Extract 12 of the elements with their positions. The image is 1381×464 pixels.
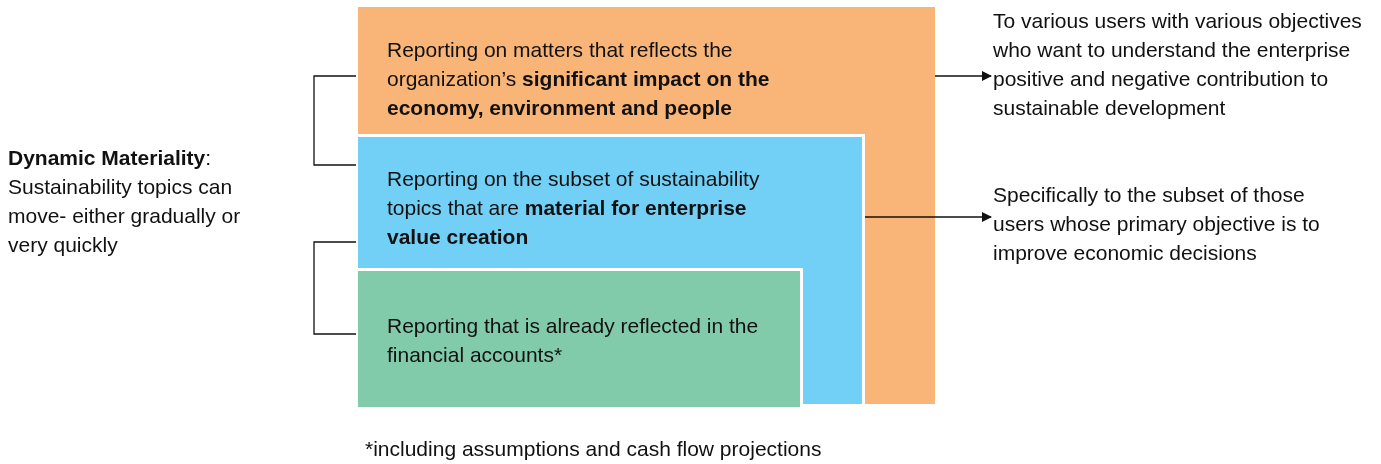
description-text: Specifically to the subset of those users whose primary objective is to improve economic decisions — [993, 180, 1358, 267]
description-text: Dynamic Materiality: Sustainability topics can move- either gradually or very quickly — [8, 143, 283, 259]
arrow — [864, 212, 992, 222]
nested-box — [358, 268, 803, 407]
box-text: Reporting on matters that reflects the organization’s significant impact on the economy, environment and people — [387, 37, 771, 121]
arrow — [934, 71, 992, 81]
nested-box — [358, 134, 865, 404]
box-text: Reporting that is already reflected in the financial accounts* — [387, 313, 760, 368]
description-text: To various users with various objectives who want to understand the enterprise positive and negative contribution to sustainable development — [993, 6, 1368, 122]
box-text: Reporting on the subset of sustainability topics that are material for enterprise value creation — [387, 166, 761, 250]
nested-box — [358, 7, 935, 404]
footnote: *including assumptions and cash flow projections — [365, 436, 822, 462]
